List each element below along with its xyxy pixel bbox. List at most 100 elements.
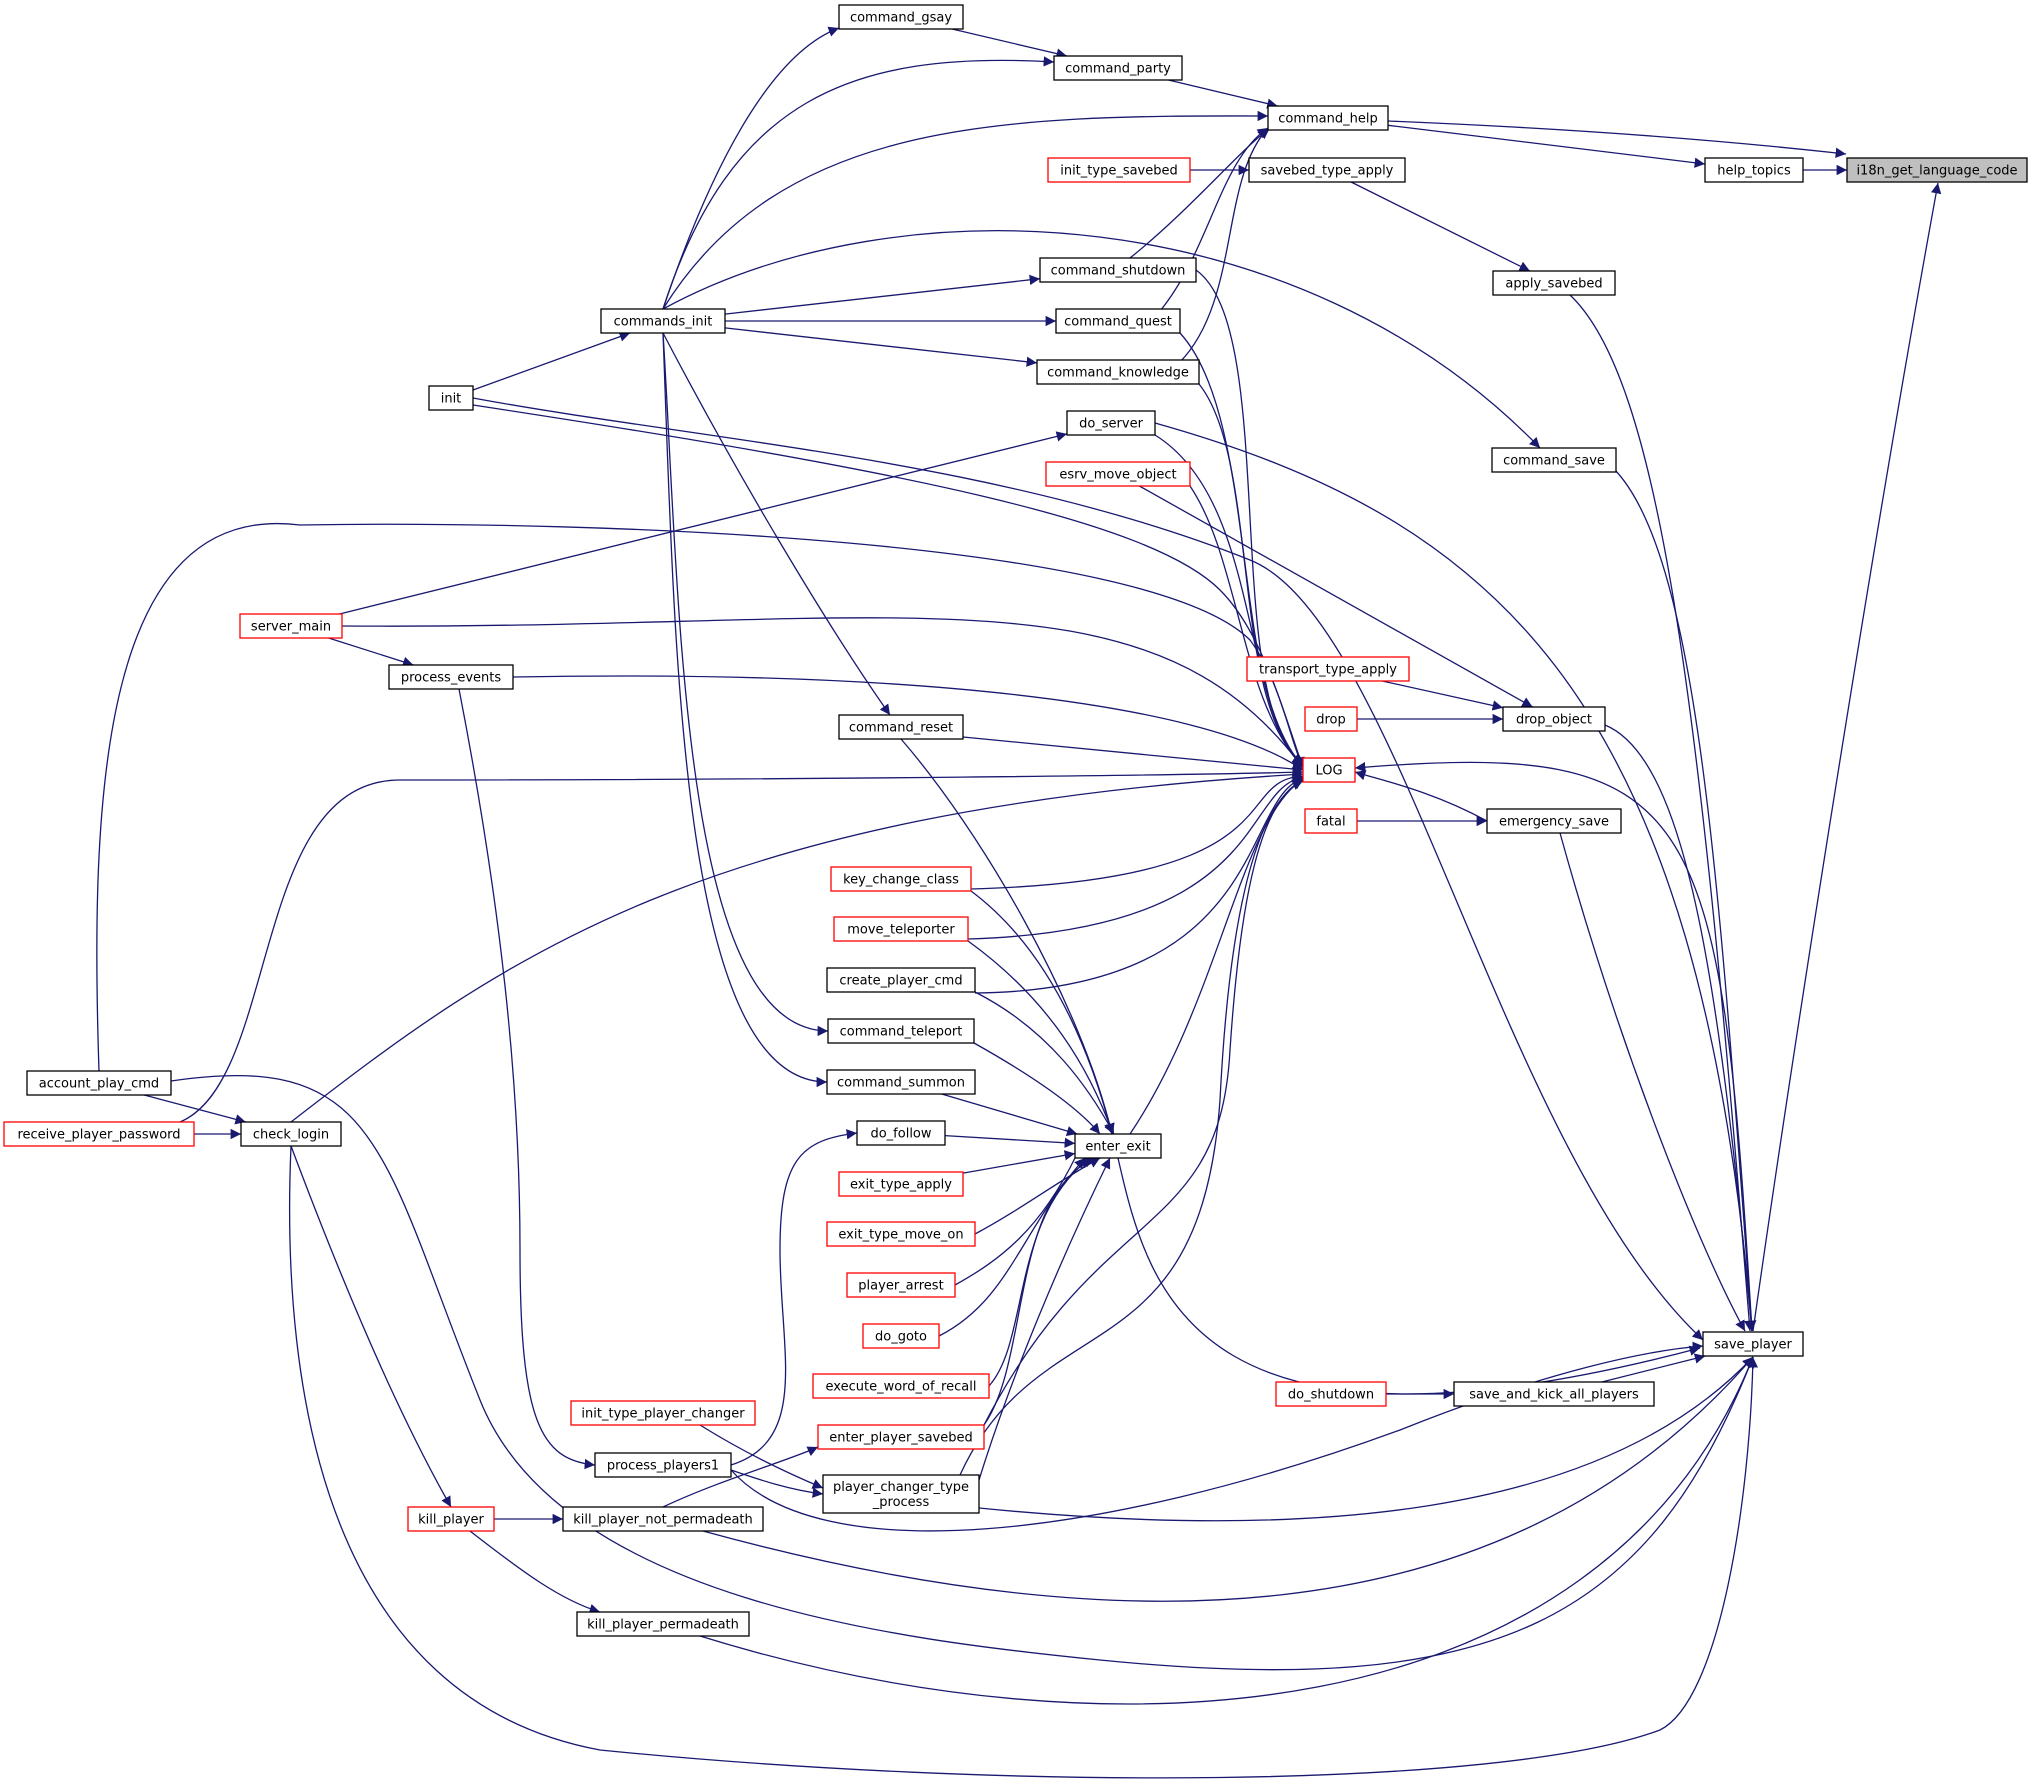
node-label: drop_object [1516, 713, 1592, 728]
node-command_summon[interactable]: command_summon [826, 1069, 976, 1095]
node-commands_init[interactable]: commands_init [600, 308, 726, 334]
node-kill_player_not_permadeath[interactable]: kill_player_not_permadeath [562, 1506, 764, 1532]
node-command_quest[interactable]: command_quest [1055, 308, 1181, 334]
node-LOG[interactable]: LOG [1302, 757, 1356, 783]
node-label: emergency_save [1499, 815, 1609, 830]
node-label: transport_type_apply [1259, 663, 1397, 678]
node-label: command_knowledge [1047, 366, 1189, 381]
node-command_shutdown[interactable]: command_shutdown [1039, 257, 1197, 283]
node-enter_exit[interactable]: enter_exit [1074, 1133, 1162, 1159]
node-command_help[interactable]: command_help [1267, 105, 1389, 131]
node-exit_type_move_on[interactable]: exit_type_move_on [826, 1221, 976, 1247]
node-command_teleport[interactable]: command_teleport [827, 1018, 975, 1044]
node-box [1055, 308, 1181, 334]
node-key_change_class[interactable]: key_change_class [830, 866, 972, 892]
node-label: command_save [1503, 454, 1605, 469]
edge-commands_init-to-command_reset [662, 332, 891, 716]
node-label: move_teleporter [847, 923, 955, 938]
node-label: command_help [1278, 112, 1378, 127]
edge-kill_player_permadeath-to-save_player [699, 1356, 1754, 1705]
node-command_knowledge[interactable]: command_knowledge [1036, 359, 1200, 385]
node-box [407, 1506, 495, 1532]
node-do_follow[interactable]: do_follow [856, 1120, 946, 1146]
node-player_changer_type_process[interactable]: player_changer_type_process [822, 1474, 980, 1514]
node-emergency_save[interactable]: emergency_save [1486, 808, 1622, 834]
node-label: command_quest [1064, 315, 1172, 330]
node-do_shutdown[interactable]: do_shutdown [1275, 1381, 1387, 1407]
node-kill_player_permadeath[interactable]: kill_player_permadeath [576, 1611, 750, 1637]
node-label: help_topics [1717, 164, 1791, 179]
node-account_play_cmd[interactable]: account_play_cmd [26, 1070, 172, 1096]
node-savebed_type_apply[interactable]: savebed_type_apply [1248, 157, 1406, 183]
node-label: do_server [1079, 417, 1144, 432]
node-transport_type_apply[interactable]: transport_type_apply [1246, 656, 1410, 682]
edge-command_knowledge-to-LOG [1198, 383, 1304, 767]
node-process_players1[interactable]: process_players1 [594, 1452, 732, 1478]
node-label: init_type_player_changer [581, 1407, 745, 1422]
edge-account_play_cmd-to-save_player [170, 1074, 1755, 1671]
node-create_player_cmd[interactable]: create_player_cmd [826, 967, 976, 993]
node-player_arrest[interactable]: player_arrest [846, 1272, 956, 1298]
node-help_topics[interactable]: help_topics [1704, 157, 1804, 183]
node-esrv_move_object[interactable]: esrv_move_object [1045, 461, 1191, 487]
node-fatal[interactable]: fatal [1304, 808, 1358, 834]
node-label: kill_player_not_permadeath [573, 1513, 753, 1528]
node-box [1246, 656, 1410, 682]
edge-process_players1-to-player_changer_type_process [730, 1469, 824, 1498]
edge-init-to-commands_init [472, 331, 631, 391]
edge-command_help-to-help_topics [1387, 124, 1706, 168]
node-kill_player[interactable]: kill_player [407, 1506, 495, 1532]
node-box [838, 714, 964, 740]
node-label: apply_savebed [1505, 277, 1602, 292]
node-box [239, 613, 343, 639]
node-box [1304, 706, 1358, 732]
node-init_type_player_changer[interactable]: init_type_player_changer [570, 1400, 756, 1426]
node-save_player[interactable]: save_player [1702, 1331, 1804, 1357]
edge-check_login-to-save_player [288, 1145, 1758, 1779]
node-box [600, 308, 726, 334]
node-do_server[interactable]: do_server [1066, 410, 1156, 436]
node-label: enter_exit [1085, 1140, 1150, 1155]
edge-check_login-to-LOG [290, 769, 1304, 1123]
edge-savebed_type_apply-to-apply_savebed [1350, 181, 1531, 272]
node-execute_word_of_recall[interactable]: execute_word_of_recall [812, 1373, 990, 1399]
node-i18n[interactable]: i18n_get_language_code [1846, 157, 2028, 183]
node-box [1702, 1331, 1804, 1357]
node-box [862, 1323, 940, 1349]
node-process_events[interactable]: process_events [388, 664, 514, 690]
node-box [822, 1474, 980, 1514]
node-command_save[interactable]: command_save [1491, 447, 1617, 473]
node-label: esrv_move_object [1059, 468, 1176, 483]
node-apply_savebed[interactable]: apply_savebed [1492, 270, 1616, 296]
node-check_login[interactable]: check_login [240, 1121, 342, 1147]
edge-create_player_cmd-to-enter_exit [974, 991, 1115, 1135]
edge-move_teleporter-to-enter_exit [967, 940, 1115, 1135]
node-init_type_savebed[interactable]: init_type_savebed [1047, 157, 1191, 183]
edge-command_summon-to-enter_exit [941, 1093, 1078, 1137]
node-drop_object[interactable]: drop_object [1502, 706, 1606, 732]
node-command_party[interactable]: command_party [1053, 55, 1183, 81]
node-box [1302, 757, 1356, 783]
node-box [827, 1018, 975, 1044]
node-drop[interactable]: drop [1304, 706, 1358, 732]
edge-command_shutdown-to-command_help [1129, 127, 1271, 259]
node-enter_player_savebed[interactable]: enter_player_savebed [817, 1424, 985, 1450]
node-init[interactable]: init [428, 385, 474, 411]
edge-execute_word_of_recall-to-enter_exit [988, 1157, 1091, 1387]
node-command_reset[interactable]: command_reset [838, 714, 964, 740]
node-command_gsay[interactable]: command_gsay [838, 4, 964, 30]
node-box [1074, 1133, 1162, 1159]
node-do_goto[interactable]: do_goto [862, 1323, 940, 1349]
edge-save_player-to-LOG [1354, 761, 1753, 1332]
edge-drop_object-to-save_player [1604, 724, 1757, 1332]
edge-process_events-to-LOG [512, 675, 1304, 771]
node-box [826, 1221, 976, 1247]
node-label: player_arrest [858, 1279, 943, 1294]
edge-enter_player_savebed-to-LOG [983, 779, 1304, 1426]
node-save_and_kick_all_players[interactable]: save_and_kick_all_players [1453, 1381, 1655, 1407]
node-exit_type_apply[interactable]: exit_type_apply [838, 1171, 964, 1197]
node-receive_player_password[interactable]: receive_player_password [3, 1121, 195, 1147]
node-move_teleporter[interactable]: move_teleporter [833, 916, 969, 942]
node-server_main[interactable]: server_main [239, 613, 343, 639]
node-box [1304, 808, 1358, 834]
